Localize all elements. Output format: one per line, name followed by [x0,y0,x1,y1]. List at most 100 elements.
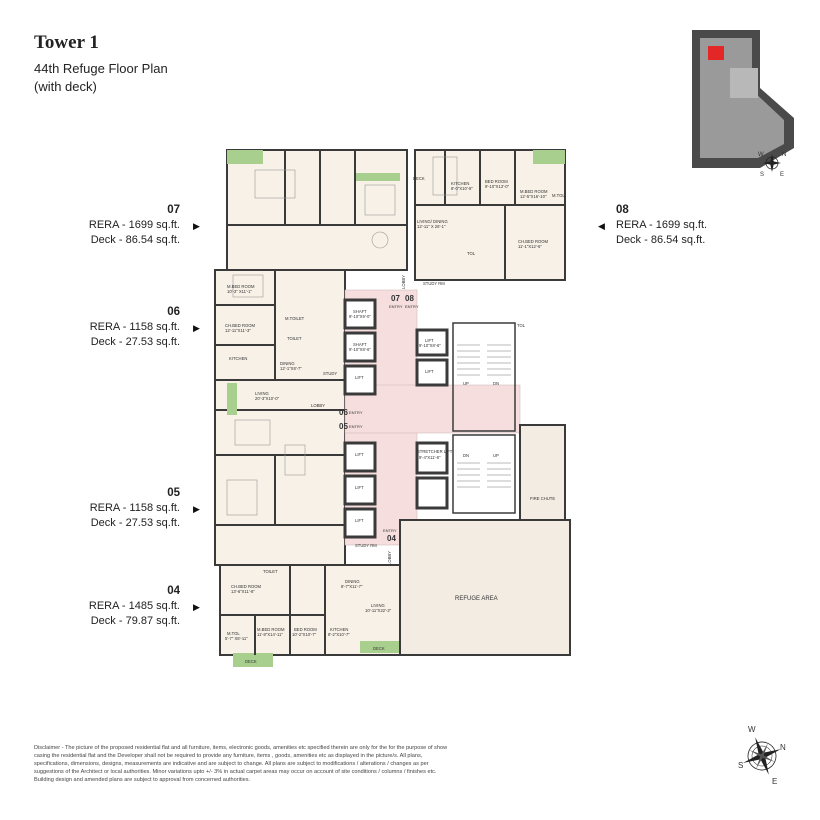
label-m-bed-room-04: M.BED ROOM [257,627,285,632]
unit-number: 05 [167,487,180,499]
dim-m-bed-room-04: 11'-8"X14'-11" [257,632,283,637]
label-lobby-04: LOBBY [387,551,392,565]
deck-07 [227,150,263,164]
label-living-06: LIVING [255,391,269,396]
deck-07b [355,173,400,181]
label-kitchen-04: KITCHEN [330,627,348,632]
tower-highlight [708,46,724,60]
unit-05-info: 05 RERA - 1158 sq.ft. Deck - 27.53 sq.ft… [90,486,180,531]
page-title: Tower 1 [34,32,99,53]
label-m-bed-room-06: M.BED ROOM [227,284,255,289]
dim-kitchen-04: 8'-2"X10'-7" [328,632,350,637]
label-lobby-08: LOBBY [401,275,406,289]
keymap-compass-w: W [758,152,764,158]
dim-living-04: 10'-11"X22'-2" [365,608,392,613]
label-toilet-04: TOILET [263,569,278,574]
label-m-toilet-06: M.TOILET [285,316,305,321]
label-kitchen-06: KITCHEN [229,356,247,361]
label-deck-04b: DECK [373,646,385,651]
entry-08-label: ENTRY [405,304,419,309]
label-study-06: STUDY [323,371,337,376]
unit-rera: RERA - 1699 sq.ft. [616,219,708,231]
label-tol-core: TOL [517,323,526,328]
compass-n: N [780,743,786,752]
dim-shaft-2: 9'-10"X8'-6" [349,347,371,352]
dim-m-bed-room-08: 12'-5"X16'-10" [520,194,547,199]
label-lift-6: LIFT [355,518,364,523]
label-stretcher-lift: STRETCHER LIFT [417,449,453,454]
label-study-rm-04: STUDY RM [355,543,377,548]
label-up-2: UP [493,453,499,458]
label-deck-08: DECK [413,176,425,181]
unit-04-info: 04 RERA - 1485 sq.ft. Deck - 79.87 sq.ft… [89,584,180,629]
compass-rose-icon: N W E S [738,725,786,786]
furniture [226,156,458,516]
lift-bank-left [343,298,377,539]
interior-walls [215,150,565,655]
label-living-dining-08: LIVING/ DINING [417,219,448,224]
label-kitchen-08: KITCHEN [451,181,469,186]
keymap-compass-e: E [780,172,784,178]
entry-05-label: ENTRY [349,424,363,429]
label-study-rm-08: STUDY RM [423,281,445,286]
dim-dining-06: 12'-1"X8'-7" [280,366,302,371]
unit-rera: RERA - 1158 sq.ft. [89,502,180,514]
dim-living-06: 20'-3"X10'-0" [255,396,280,401]
label-m-tol-08: M.TOL [552,193,565,198]
label-lift-2: LIFT [425,338,434,343]
page-subtitle: 44th Refuge Floor Plan (with deck) [34,60,168,96]
label-deck-04: DECK [245,659,257,664]
unit-06-info: 06 RERA - 1158 sq.ft. Deck - 27.53 sq.ft… [90,305,180,350]
entry-06-label: ENTRY [349,410,363,415]
deck-04 [233,653,273,667]
refuge-area-upper [519,424,566,521]
unit-deck: Deck - 27.53 sq.ft. [90,517,180,529]
staircase [452,322,516,514]
deck-08 [533,150,565,164]
dim-bed-room-08: 9'-10"X13'-0" [485,184,510,189]
label-m-bed-room-08: M.BED ROOM [520,189,548,194]
floor-area [214,149,566,656]
label-m-tol-04: M.TOL [227,631,240,636]
dim-bed-room-04: 10'-2"X10'-7" [292,632,317,637]
floor-plan: DECK KITCHEN 8'-0"X10'-8" BED ROOM 9'-10… [214,149,571,667]
deck-04b [360,641,400,653]
deck-06 [227,383,237,415]
dim-lift-2: 9'-10"X8'-6" [419,343,441,348]
unit-rera: RERA - 1485 sq.ft. [88,600,180,612]
keymap-compass: N W E S [758,152,786,178]
unit-number: 08 [616,204,629,216]
label-refuge-area: REFUGE AREA [455,596,498,602]
arrow-right-icon: ▶ [193,602,200,612]
site-key-map: N W E S [692,30,794,178]
dim-ch-bed-room-04: 13'-6"X11'-8" [231,589,255,594]
entry-05-number: 05 [339,422,348,431]
subtitle-line-2: (with deck) [34,79,97,94]
label-shaft-1: SHAFT [353,309,367,314]
label-lift-3: LIFT [425,369,434,374]
keymap-compass-n: N [782,152,786,158]
unit-08-info: 08 RERA - 1699 sq.ft. Deck - 86.54 sq.ft… [616,203,707,248]
unit-deck: Deck - 86.54 sq.ft. [616,234,706,246]
unit-number: 06 [167,306,180,318]
label-up-1: UP [463,381,469,386]
unit-deck: Deck - 27.53 sq.ft. [90,336,180,348]
dim-ch-bed-room-08: 11'-1"X12'-6" [518,244,542,249]
entry-08-number: 08 [405,294,414,303]
arrow-right-icon: ▶ [193,221,200,231]
label-ch-bed-room-04: CH.BED ROOM [231,584,262,589]
label-dn-2: DN [463,453,469,458]
entry-06-number: 06 [339,408,348,417]
entry-07-label: ENTRY [389,304,403,309]
unit-number: 07 [167,204,180,216]
unit-rera: RERA - 1699 sq.ft. [88,219,180,231]
label-living-04: LIVING [371,603,385,608]
label-fire-chute: FIRE CHUTE [530,496,555,501]
label-lift-5: LIFT [355,485,364,490]
unit-number: 04 [167,585,180,597]
unit-rera: RERA - 1158 sq.ft. [89,321,180,333]
dim-ch-bed-room-06: 12'-11"X11'-3" [225,328,251,333]
arrow-left-icon: ◀ [598,221,605,231]
lift-bank-right [415,328,449,510]
refuge-area [399,519,571,656]
